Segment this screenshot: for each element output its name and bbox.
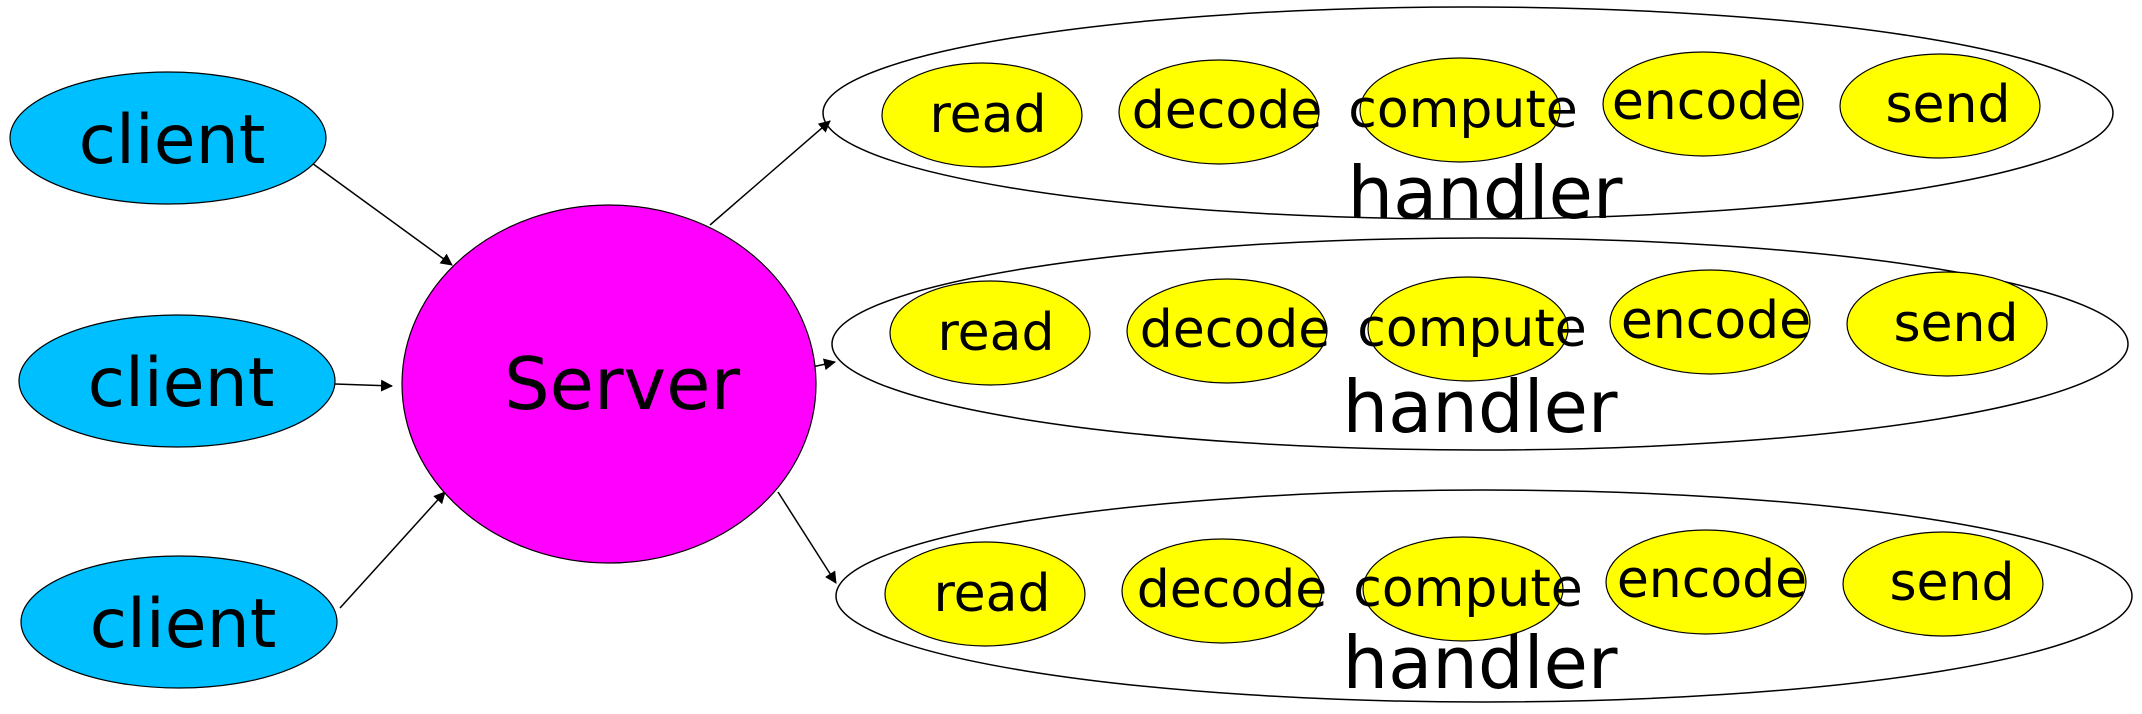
handler-1-label: handler: [1348, 151, 1623, 235]
arrow-client-3-to-server: [339, 491, 446, 609]
arrows: [304, 120, 837, 609]
arrow-server-to-handler-1: [709, 120, 831, 226]
arrow-server-to-handler-3: [777, 491, 837, 584]
step-encode-label: encode: [1612, 72, 1802, 132]
client-1-node: [9, 71, 327, 205]
client-1-label: client: [79, 101, 266, 180]
step-encode-label: encode: [1621, 291, 1811, 351]
step-read-label: read: [937, 303, 1054, 363]
step-encode-node: [1602, 51, 1804, 157]
step-decode-node: [1121, 538, 1323, 644]
step-read-node: [889, 280, 1091, 386]
step-read-node: [881, 62, 1083, 168]
client-2-node: [18, 314, 336, 448]
step-send-node: [1842, 531, 2044, 637]
server-label: Server: [504, 342, 741, 426]
client-3: client: [20, 555, 338, 689]
step-encode-node: [1605, 529, 1807, 635]
step-compute-label: compute: [1353, 559, 1582, 619]
step-read-label: read: [929, 85, 1046, 145]
step-decode-label: decode: [1140, 300, 1330, 360]
server-node: [401, 204, 817, 564]
step-send-node: [1839, 53, 2041, 159]
step-compute-label: compute: [1357, 299, 1586, 359]
step-decode-label: decode: [1137, 560, 1327, 620]
client-3-label: client: [90, 585, 277, 664]
step-encode-node: [1609, 269, 1811, 375]
server: Server: [401, 204, 817, 564]
step-decode-node: [1118, 59, 1320, 165]
handler-1-steps: read decode compute encode send: [881, 51, 2041, 168]
step-send-node: [1846, 271, 2048, 377]
client-2-label: client: [88, 344, 275, 423]
step-compute-node: [1362, 536, 1564, 642]
client-1: client: [9, 71, 327, 205]
handler-2-steps: read decode compute encode send: [889, 269, 2048, 386]
step-compute-label: compute: [1348, 80, 1577, 140]
step-send-label: send: [1889, 553, 2014, 613]
arrow-client-2-to-server: [334, 379, 393, 392]
step-send-label: send: [1885, 75, 2010, 135]
step-compute-node: [1359, 57, 1561, 163]
client-2: client: [18, 314, 336, 448]
step-encode-label: encode: [1617, 550, 1807, 610]
arrow-client-1-to-server: [304, 157, 453, 266]
step-compute-node: [1367, 276, 1569, 382]
step-decode-node: [1126, 278, 1328, 384]
step-send-label: send: [1893, 294, 2018, 354]
step-read-node: [884, 541, 1086, 647]
client-3-node: [20, 555, 338, 689]
handler-3-steps: read decode compute encode send: [884, 529, 2044, 647]
arrow-server-to-handler-2: [811, 358, 836, 371]
step-decode-label: decode: [1132, 81, 1322, 141]
step-read-label: read: [933, 564, 1050, 624]
